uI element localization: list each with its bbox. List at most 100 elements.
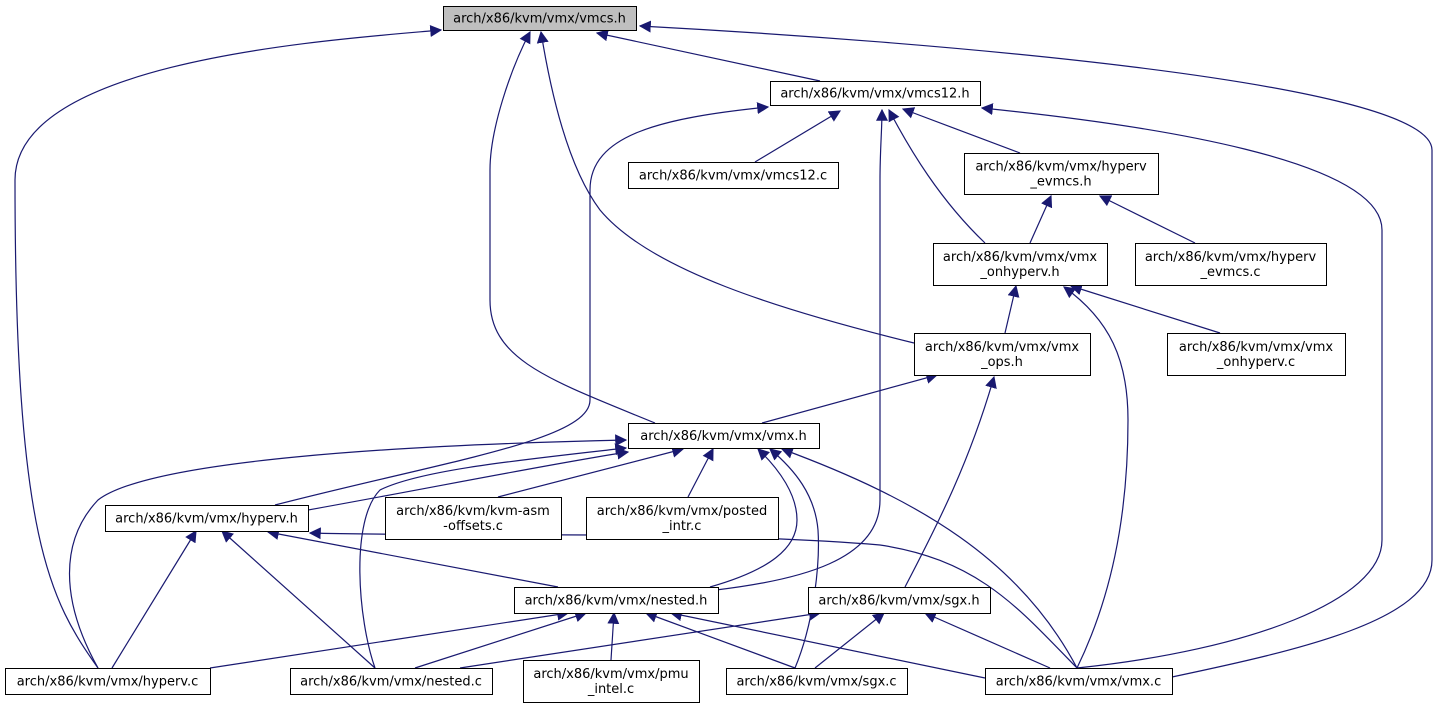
node-box xyxy=(514,587,719,614)
node-label: arch/x86/kvm/vmx/hyperv xyxy=(975,160,1147,175)
node-box xyxy=(290,668,493,695)
edge-nested-c-to-nested-h xyxy=(414,610,588,669)
node-label: arch/x86/kvm/vmx/vmx xyxy=(943,250,1097,265)
edge-hyperv-c-to-vmx-h xyxy=(68,434,628,669)
edge-vmx-c-to-vmcs-h xyxy=(638,20,1433,678)
edge-hyperv-evmcs-h-to-vmcs12-h xyxy=(901,107,1021,154)
node-vmx-ops-h[interactable]: arch/x86/kvm/vmx/vmx_ops.h xyxy=(914,333,1091,376)
node-label: _onhyperv.c xyxy=(1216,355,1295,370)
node-label: arch/x86/kvm/vmx/pmu xyxy=(533,667,688,682)
node-nested-c[interactable]: arch/x86/kvm/vmx/nested.c xyxy=(290,668,493,695)
node-sgx-h[interactable]: arch/x86/kvm/vmx/sgx.h xyxy=(808,587,991,614)
node-label: arch/x86/kvm/vmx/vmx xyxy=(925,340,1079,355)
node-nested-h[interactable]: arch/x86/kvm/vmx/nested.h xyxy=(514,587,719,614)
node-label: arch/x86/kvm/vmx/sgx.h xyxy=(818,594,979,609)
edge-kvm-asm-offsets-c-to-vmx-h xyxy=(497,445,685,498)
node-box xyxy=(770,81,981,106)
node-box xyxy=(808,587,991,614)
node-hyperv-c[interactable]: arch/x86/kvm/vmx/hyperv.c xyxy=(5,668,211,695)
node-label: _onhyperv.h xyxy=(979,265,1059,280)
node-vmx-onhyperv-c[interactable]: arch/x86/kvm/vmx/vmx_onhyperv.c xyxy=(1167,333,1346,376)
edge-vmx-c-to-vmcs12-h xyxy=(980,103,1383,669)
edge-vmx-onhyperv-h-to-vmcs12-h xyxy=(888,108,986,244)
node-box xyxy=(726,668,908,695)
node-label: -offsets.c xyxy=(443,519,503,534)
edge-vmx-ops-h-to-vmx-onhyperv-h xyxy=(1004,284,1020,334)
edge-vmx-c-to-vmx-h xyxy=(780,447,1078,669)
node-vmcs-h[interactable]: arch/x86/kvm/vmx/vmcs.h xyxy=(443,6,637,31)
node-box xyxy=(586,497,779,540)
node-box xyxy=(914,333,1091,376)
node-label: arch/x86/kvm/vmx/vmx.c xyxy=(996,675,1161,690)
edge-sgx-c-to-nested-h xyxy=(644,611,796,669)
edge-nested-c-to-hyperv-h xyxy=(221,530,376,669)
node-label: arch/x86/kvm/vmx/vmx xyxy=(1179,340,1333,355)
edge-nested-c-to-vmx-h xyxy=(359,443,628,669)
node-pmu-intel-c[interactable]: arch/x86/kvm/vmx/pmu_intel.c xyxy=(523,660,700,703)
node-box xyxy=(933,243,1108,286)
node-label: _evmcs.h xyxy=(1029,175,1091,190)
edge-sgx-c-to-sgx-h xyxy=(814,612,885,669)
node-label: _ops.h xyxy=(980,355,1023,370)
node-box xyxy=(964,153,1159,195)
node-posted-intr-c[interactable]: arch/x86/kvm/vmx/posted_intr.c xyxy=(586,497,779,540)
edge-vmx-c-to-vmx-onhyperv-h xyxy=(1063,286,1129,669)
edge-vmx-h-to-vmx-ops-h xyxy=(761,372,939,424)
node-label: arch/x86/kvm/vmx/hyperv.c xyxy=(17,675,199,690)
edge-vmx-ops-h-to-vmcs-h xyxy=(536,30,915,344)
node-box xyxy=(985,668,1173,695)
node-label: _intr.c xyxy=(662,519,702,534)
node-label: arch/x86/kvm/vmx/nested.c xyxy=(300,675,482,690)
node-label: arch/x86/kvm/vmx/vmcs12.c xyxy=(639,169,827,184)
node-label: arch/x86/kvm/vmx/vmcs.h xyxy=(453,12,626,27)
edge-vmx-onhyperv-c-to-vmx-onhyperv-h xyxy=(1069,283,1221,334)
node-label: arch/x86/kvm/vmx/nested.h xyxy=(525,594,708,609)
edge-hyperv-h-to-vmx-h xyxy=(307,447,630,511)
node-box xyxy=(1135,243,1327,286)
node-box xyxy=(628,423,820,449)
node-kvm-asm-offsets-c[interactable]: arch/x86/kvm/kvm-asm-offsets.c xyxy=(385,497,562,540)
edge-posted-intr-c-to-vmx-h xyxy=(687,447,714,498)
node-box xyxy=(385,497,562,540)
node-vmcs12-h[interactable]: arch/x86/kvm/vmx/vmcs12.h xyxy=(770,81,981,106)
edges xyxy=(14,20,1433,679)
edge-vmx-onhyperv-h-to-hyperv-evmcs-h xyxy=(1029,194,1053,244)
node-label: arch/x86/kvm/vmx/vmx.h xyxy=(640,429,807,444)
edge-vmx-h-to-vmcs-h xyxy=(489,30,656,424)
node-hyperv-evmcs-h[interactable]: arch/x86/kvm/vmx/hyperv_evmcs.h xyxy=(964,153,1159,195)
node-box xyxy=(105,505,309,532)
nodes: arch/x86/kvm/vmx/vmcs.h arch/x86/kvm/vmx/… xyxy=(5,6,1346,703)
edge-vmcs12-c-to-vmcs12-h xyxy=(754,110,842,163)
node-vmx-c[interactable]: arch/x86/kvm/vmx/vmx.c xyxy=(985,668,1173,695)
edge-sgx-c-to-vmx-h xyxy=(769,448,819,669)
node-box xyxy=(523,660,700,703)
edge-vmx-c-to-sgx-h xyxy=(923,611,1051,669)
edge-hyperv-c-to-vmcs-h xyxy=(14,24,443,669)
node-hyperv-evmcs-c[interactable]: arch/x86/kvm/vmx/hyperv_evmcs.c xyxy=(1135,243,1327,286)
node-sgx-c[interactable]: arch/x86/kvm/vmx/sgx.c xyxy=(726,668,908,695)
node-label: _intel.c xyxy=(587,682,634,697)
node-vmcs12-c[interactable]: arch/x86/kvm/vmx/vmcs12.c xyxy=(628,162,839,189)
edge-vmcs12-h-to-vmcs-h xyxy=(595,29,821,82)
node-vmx-onhyperv-h[interactable]: arch/x86/kvm/vmx/vmx_onhyperv.h xyxy=(933,243,1108,286)
edge-sgx-h-to-vmx-ops-h xyxy=(904,375,997,588)
node-label: arch/x86/kvm/vmx/posted xyxy=(597,504,767,519)
node-hyperv-h[interactable]: arch/x86/kvm/vmx/hyperv.h xyxy=(105,505,309,532)
edge-nested-h-to-vmcs12-h xyxy=(715,108,888,591)
node-label: arch/x86/kvm/vmx/sgx.c xyxy=(736,675,896,690)
edge-hyperv-c-to-nested-h xyxy=(209,608,570,669)
node-label: arch/x86/kvm/vmx/hyperv.h xyxy=(115,512,298,527)
edge-hyperv-h-to-vmcs12-h xyxy=(274,102,770,506)
node-label: arch/x86/kvm/vmx/vmcs12.h xyxy=(780,87,969,102)
edge-hyperv-evmcs-c-to-hyperv-evmcs-h xyxy=(1098,195,1196,244)
edge-pmu-intel-c-to-nested-h xyxy=(607,611,620,661)
node-box xyxy=(443,6,637,31)
edge-hyperv-c-to-hyperv-h xyxy=(111,529,197,669)
edge-vmx-c-to-nested-h xyxy=(669,609,986,679)
node-vmx-h[interactable]: arch/x86/kvm/vmx/vmx.h xyxy=(628,423,820,449)
edge-nested-c-to-sgx-h xyxy=(459,608,822,669)
node-box xyxy=(628,162,839,189)
node-label: arch/x86/kvm/kvm-asm xyxy=(396,504,550,519)
node-label: arch/x86/kvm/vmx/hyperv xyxy=(1145,250,1317,265)
